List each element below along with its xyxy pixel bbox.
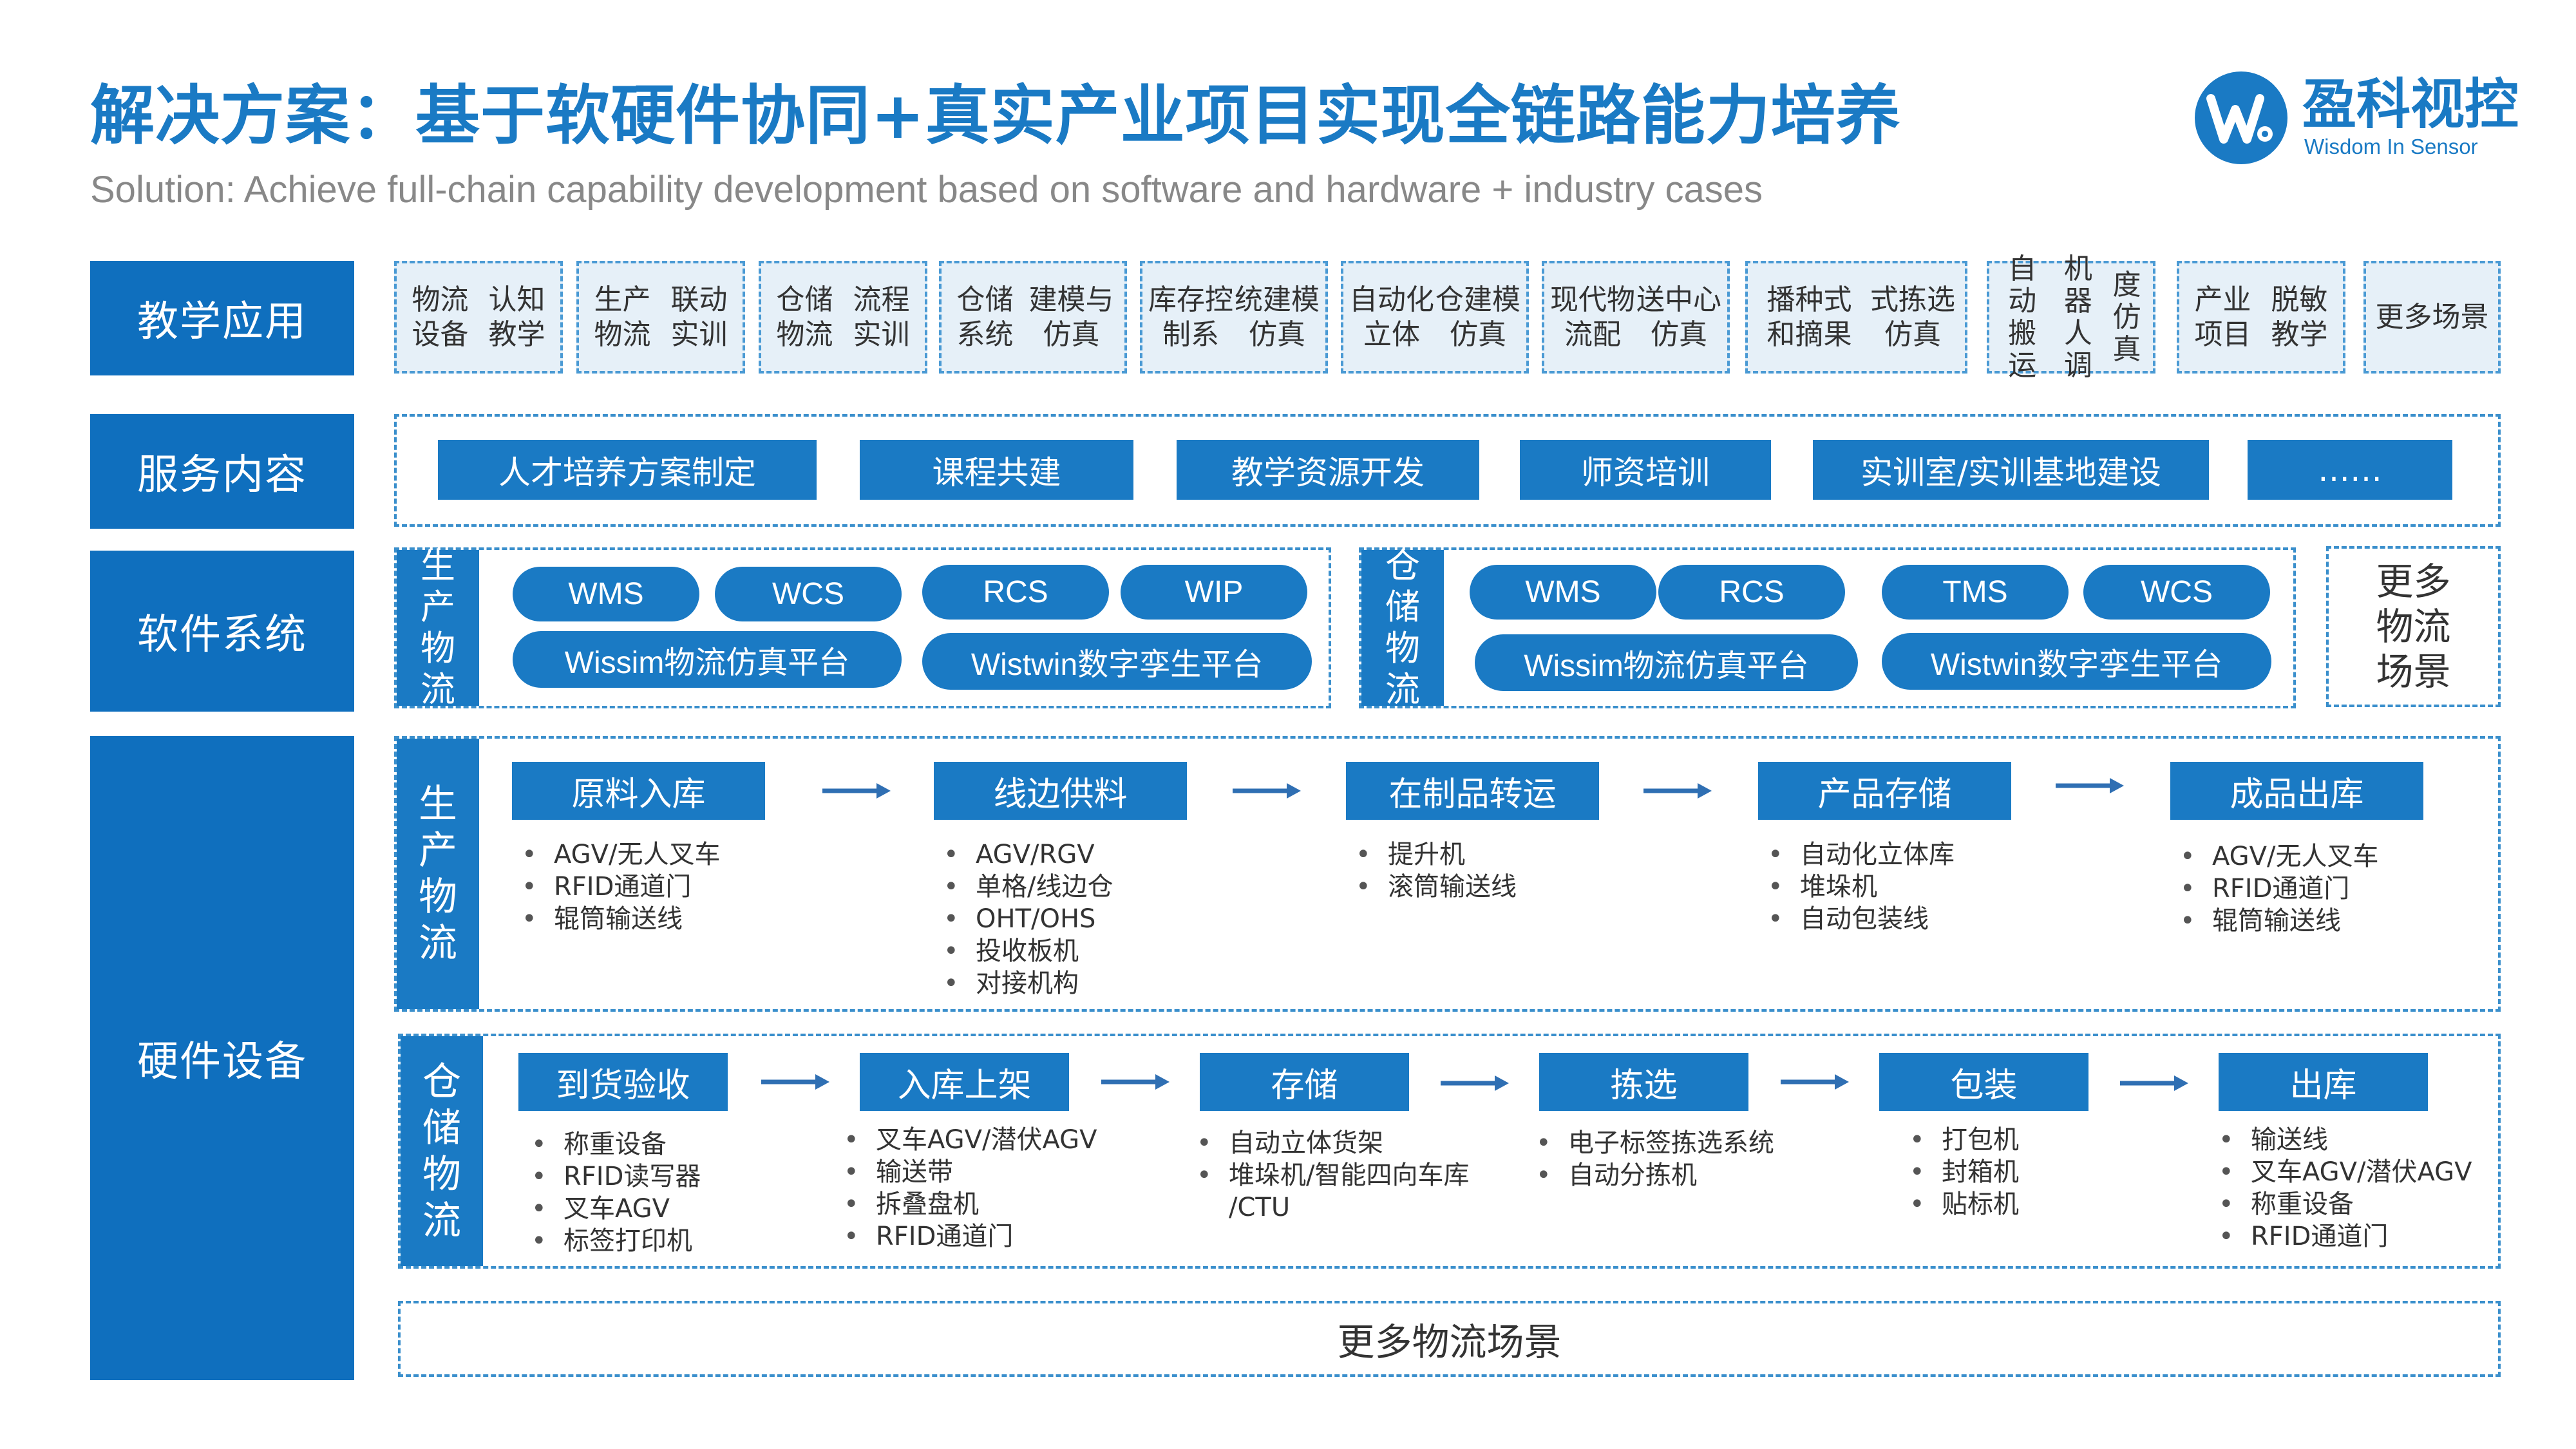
software-pill: Wistwin数字孪生平台 xyxy=(1882,633,2271,690)
equipment-list: 自动化立体库 堆垛机 自动包装线 xyxy=(1761,838,1955,935)
software-more: 更多物流场景 xyxy=(2326,546,2501,707)
teaching-app: 仓储物流流程实训 xyxy=(759,261,927,374)
equipment-list: 打包机 封箱机 贴标机 xyxy=(1903,1124,2019,1220)
hardware-warehouse-container xyxy=(398,1034,2501,1269)
process-step: 成品出库 xyxy=(2170,762,2423,820)
teaching-app: 仓储系统建模与仿真 xyxy=(939,261,1127,374)
arrow-right-icon xyxy=(1101,1074,1170,1090)
hardware-production-container xyxy=(394,736,2501,1012)
row-label-hardware: 硬件设备 xyxy=(90,736,354,1380)
software-pill: WMS xyxy=(513,567,699,621)
wisdom-logo-icon xyxy=(2195,71,2287,164)
equipment-list: AGV/RGV 单格/线边仓 OHT/OHS 投收板机 对接机构 xyxy=(937,838,1113,999)
hardware-production-label: 生产物流 xyxy=(397,739,479,1009)
service-container xyxy=(394,414,2501,527)
software-warehouse-container xyxy=(1359,547,2296,708)
software-pill: RCS xyxy=(1658,565,1845,620)
service-item: 教学资源开发 xyxy=(1177,440,1479,500)
software-pill: RCS xyxy=(922,565,1109,620)
row-label-teaching: 教学应用 xyxy=(90,261,354,375)
software-pill: TMS xyxy=(1882,565,2069,620)
logo-name-en: Wisdom In Sensor xyxy=(2304,135,2478,158)
row-label-service: 服务内容 xyxy=(90,414,354,529)
software-pill: WMS xyxy=(1470,565,1656,620)
arrow-right-icon xyxy=(822,783,891,799)
process-step: 存储 xyxy=(1200,1053,1409,1111)
software-pill: Wistwin数字孪生平台 xyxy=(922,633,1312,690)
equipment-list: 叉车AGV/潜伏AGV 输送带 拆叠盘机 RFID通道门 xyxy=(837,1124,1097,1253)
process-step: 包装 xyxy=(1879,1053,2088,1111)
service-item: 实训室/实训基地建设 xyxy=(1813,440,2209,500)
software-pill: WIP xyxy=(1121,565,1307,620)
service-item: 课程共建 xyxy=(860,440,1133,500)
equipment-list: 提升机 滚筒输送线 xyxy=(1349,838,1517,903)
equipment-list: 自动立体货架 堆垛机/智能四向车库 /CTU xyxy=(1190,1127,1469,1224)
arrow-right-icon xyxy=(2120,1075,2188,1091)
service-item: 人才培养方案制定 xyxy=(438,440,817,500)
process-step: 线边供料 xyxy=(934,762,1187,820)
software-pill: Wissim物流仿真平台 xyxy=(1475,634,1858,691)
process-step: 出库 xyxy=(2219,1053,2428,1111)
software-pill: WCS xyxy=(715,567,902,621)
equipment-list: 输送线 叉车AGV/潜伏AGV 称重设备 RFID通道门 xyxy=(2212,1124,2472,1253)
teaching-app: 库存控制系统建模仿真 xyxy=(1140,261,1328,374)
equipment-list: AGV/无人叉车 RFID通道门 辊筒输送线 xyxy=(515,838,721,935)
software-production-label: 生产物流 xyxy=(397,545,479,710)
service-item: …… xyxy=(2248,440,2452,500)
equipment-list: 称重设备 RFID读写器 叉车AGV 标签打印机 xyxy=(525,1128,701,1257)
arrow-right-icon xyxy=(1441,1075,1509,1091)
process-step: 原料入库 xyxy=(512,762,765,820)
logo-name-cn: 盈科视控 xyxy=(2302,73,2519,136)
teaching-app: 物流设备认知教学 xyxy=(394,261,563,374)
process-step: 入库上架 xyxy=(860,1053,1069,1111)
process-step: 拣选 xyxy=(1539,1053,1748,1111)
arrow-right-icon xyxy=(1781,1074,1849,1090)
teaching-app: 产业项目脱敏教学 xyxy=(2177,261,2345,374)
equipment-list: AGV/无人叉车 RFID通道门 辊筒输送线 xyxy=(2174,840,2379,937)
page-subtitle: Solution: Achieve full-chain capability … xyxy=(90,169,1763,211)
arrow-right-icon xyxy=(761,1074,829,1090)
software-production-container xyxy=(394,547,1331,708)
software-pill: WCS xyxy=(2083,565,2270,620)
teaching-app: 播种式和摘果式拣选仿真 xyxy=(1745,261,1967,374)
software-pill: Wissim物流仿真平台 xyxy=(513,631,902,688)
process-step: 产品存储 xyxy=(1758,762,2011,820)
teaching-app: 自动化立体仓建模仿真 xyxy=(1341,261,1529,374)
equipment-list: 电子标签拣选系统 自动分拣机 xyxy=(1530,1127,1774,1191)
process-step: 到货验收 xyxy=(518,1053,728,1111)
teaching-app: 现代物流配送中心仿真 xyxy=(1542,261,1730,374)
teaching-app: 更多场景 xyxy=(2363,261,2501,374)
teaching-app: 生产物流联动实训 xyxy=(576,261,745,374)
arrow-right-icon xyxy=(1233,783,1301,799)
software-warehouse-label: 仓储物流 xyxy=(1361,545,1444,710)
arrow-right-icon xyxy=(2056,778,2124,793)
process-step: 在制品转运 xyxy=(1346,762,1599,820)
page-title: 解决方案：基于软硬件协同+真实产业项目实现全链路能力培养 xyxy=(90,78,1901,153)
row-label-software: 软件系统 xyxy=(90,551,354,712)
service-item: 师资培训 xyxy=(1520,440,1771,500)
hardware-warehouse-label: 仓储物流 xyxy=(401,1036,483,1266)
arrow-right-icon xyxy=(1643,783,1712,799)
hardware-more: 更多物流场景 xyxy=(398,1301,2501,1377)
teaching-app: 自动搬运机器人调度仿真 xyxy=(1987,252,2155,381)
